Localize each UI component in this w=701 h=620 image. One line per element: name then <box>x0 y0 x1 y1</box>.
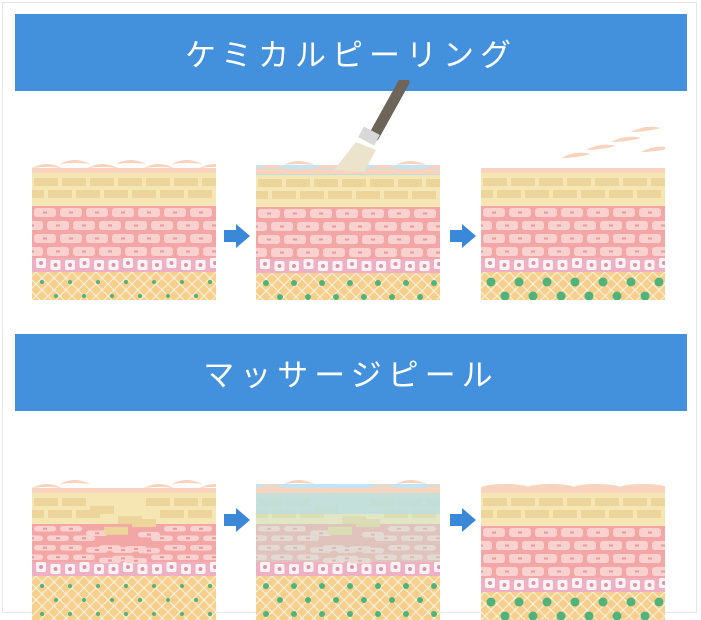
brush-icon <box>334 82 404 172</box>
skin-panel-massage-after <box>481 440 665 620</box>
section-title-massage-peel: マッサージピール <box>15 334 687 411</box>
skin-panel-chemical-after <box>481 120 665 300</box>
arrow-right-icon <box>450 224 476 248</box>
arrow-right-icon <box>224 224 250 248</box>
skin-panel-chemical-before <box>32 120 216 300</box>
arrow-right-icon <box>450 508 476 532</box>
arrow-right-icon <box>224 508 250 532</box>
skin-panel-massage-applying <box>256 440 440 620</box>
skin-panel-massage-before <box>32 440 216 620</box>
skin-panel-chemical-applying <box>256 80 440 300</box>
